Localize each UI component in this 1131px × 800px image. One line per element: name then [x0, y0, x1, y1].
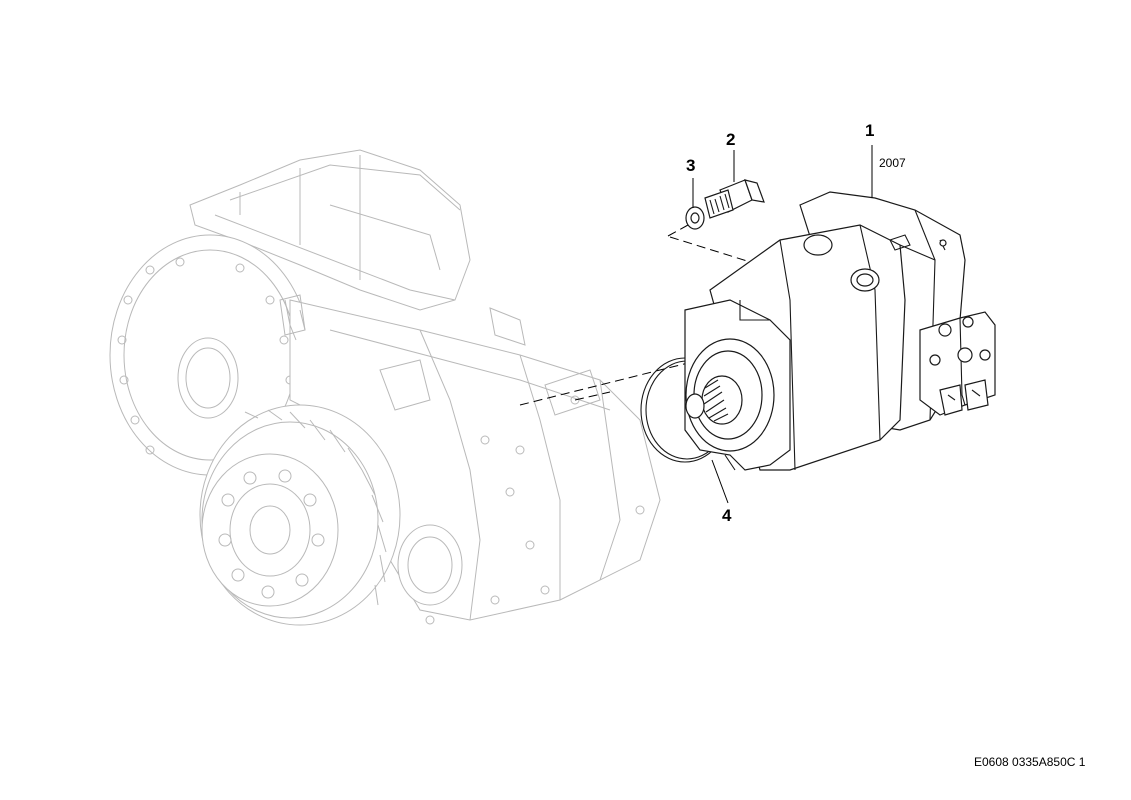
- transmission-housing-ghost: [109, 149, 661, 626]
- callout-2: 2: [726, 130, 736, 149]
- leader-4: [711, 459, 729, 504]
- washer-part-3: [685, 206, 705, 230]
- document-reference: E0608 0335A850C 1: [974, 755, 1086, 769]
- callout-1: 1: [865, 121, 875, 140]
- callout-leaders: [692, 145, 873, 504]
- callout-3: 3: [686, 156, 696, 175]
- bolt-part-2: [704, 179, 765, 219]
- part-1-note: 2007: [879, 156, 906, 170]
- hydraulic-motor-part-1: [684, 191, 996, 471]
- callout-4: 4: [722, 506, 732, 525]
